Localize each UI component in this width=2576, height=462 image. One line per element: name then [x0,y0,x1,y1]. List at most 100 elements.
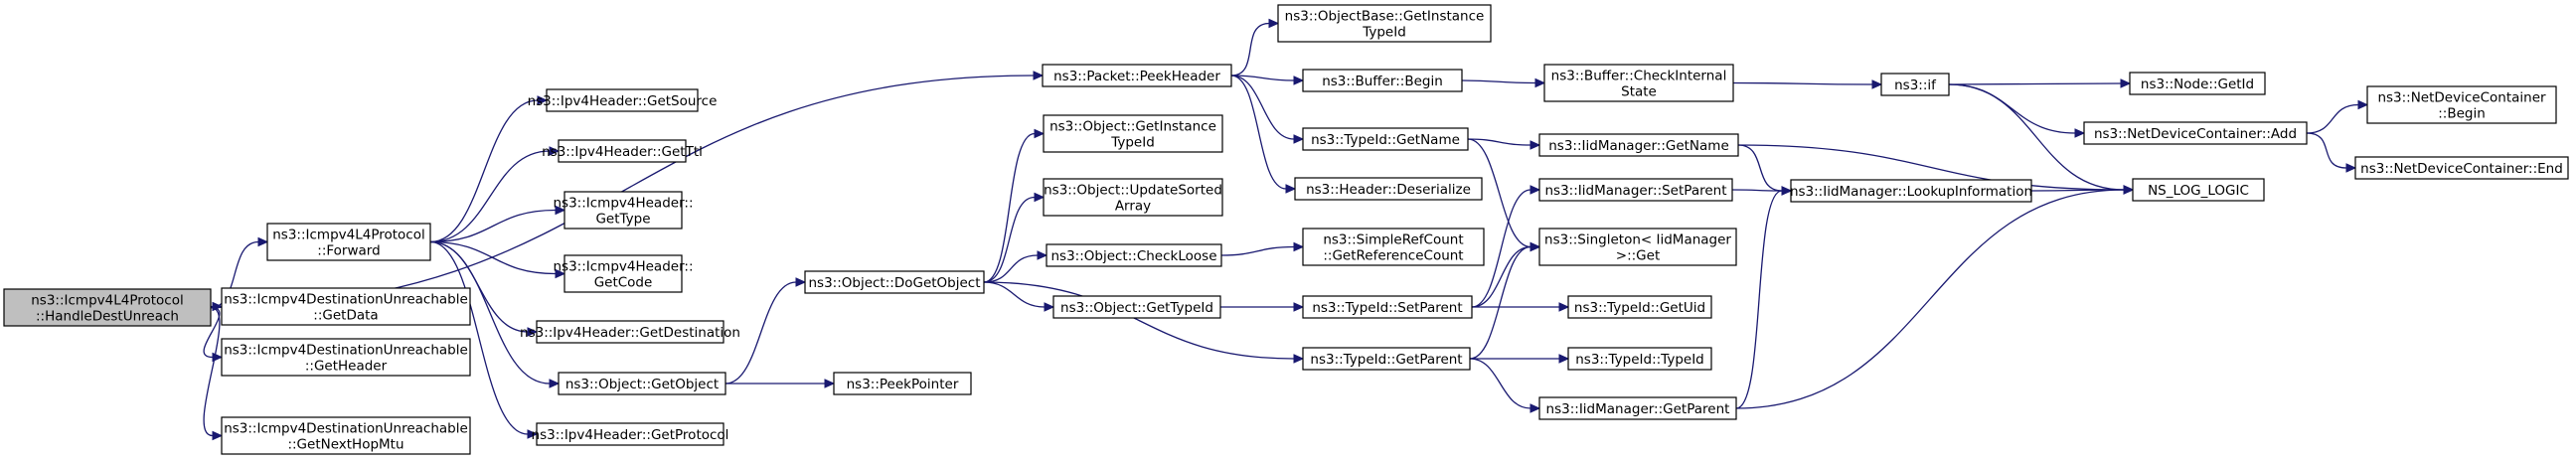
node-fwd[interactable]: ns3::Icmpv4L4Protocol::Forward [266,223,431,261]
node-getheader[interactable]: ns3::Icmpv4DestinationUnreachable::GetHe… [221,338,471,377]
node-if[interactable]: ns3::if [1880,73,1950,96]
node-label: ns3::SimpleRefCount [1323,232,1463,248]
edge-if-to-ns_log [1948,83,2135,195]
node-node_getid[interactable]: ns3::Node::GetId [2129,72,2266,95]
node-getproto[interactable]: ns3::Ipv4Header::GetProtocol [532,422,729,446]
node-ns_log[interactable]: NS_LOG_LOGIC [2132,178,2265,202]
node-tid_getname[interactable]: ns3::TypeId::GetName [1302,127,1469,151]
node-label: ns3::Ipv4Header::GetTtl [542,144,703,160]
node-hdr_deser[interactable]: ns3::Header::Deserialize [1294,177,1483,201]
arrowhead-icon [1033,71,1045,80]
arrowhead-icon [1534,77,1546,88]
node-box [558,139,687,163]
node-label: ns3::Icmpv4L4Protocol [272,228,425,243]
node-label: ns3::Ipv4Header::GetProtocol [532,427,729,443]
node-gettype[interactable]: ns3::Icmpv4Header::GetType [554,191,694,230]
node-iid_getparent[interactable]: ns3::IidManager::GetParent [1538,396,1737,420]
edge-line [203,306,221,437]
node-getnexthop[interactable]: ns3::Icmpv4DestinationUnreachable::GetNe… [221,416,471,455]
node-ndc_end[interactable]: ns3::NetDeviceContainer::End [2354,156,2569,180]
node-tid_getparent[interactable]: ns3::TypeId::GetParent [1302,347,1471,371]
node-getobject[interactable]: ns3::Object::GetObject [558,372,726,395]
arrowhead-icon [1293,76,1305,85]
node-box [3,288,212,327]
node-label: ns3::PeekPointer [847,377,959,392]
node-box [1302,69,1463,92]
node-label: ns3::Ipv4Header::GetSource [528,93,718,109]
edge-tid_getparent-to-tid_typeid [1470,354,1570,364]
node-srefcount[interactable]: ns3::SimpleRefCount::GetReferenceCount [1302,228,1485,266]
edge-line [429,240,529,435]
edge-getobject-to-peekpointer [725,379,836,388]
node-ndc_begin[interactable]: ns3::NetDeviceContainer::Begin [2366,85,2557,124]
node-label: ns3::IidManager::LookupInformation [1790,184,2032,200]
node-dogetobject[interactable]: ns3::Object::DoGetObject [804,270,985,294]
edge-line [1469,358,1531,409]
node-iid_getname[interactable]: ns3::IidManager::GetName [1538,133,1739,157]
edge-line [429,150,551,243]
arrowhead-icon [527,327,539,337]
node-box [1538,396,1737,420]
arrowhead-icon [2357,99,2369,110]
node-getsource[interactable]: ns3::Ipv4Header::GetSource [528,88,718,112]
node-buf_begin[interactable]: ns3::Buffer::Begin [1302,69,1463,92]
node-peekpointer[interactable]: ns3::PeekPointer [833,372,972,395]
node-box [564,254,683,293]
node-tid_typeid[interactable]: ns3::TypeId::TypeId [1567,347,1712,371]
arrowhead-icon [1530,185,1541,195]
node-singleton[interactable]: ns3::Singleton< IidManager>::Get [1538,228,1737,266]
node-box [221,338,471,377]
node-getdest[interactable]: ns3::Ipv4Header::GetDestination [520,320,740,344]
node-box [221,287,471,326]
node-box [1790,179,2032,203]
node-label: ns3::Object::CheckLoose [1050,248,1216,264]
node-getcode[interactable]: ns3::Icmpv4Header::GetCode [554,254,694,293]
node-label: ns3::Icmpv4L4Protocol [31,293,184,309]
node-peekheader[interactable]: ns3::Packet::PeekHeader [1042,64,1232,87]
edge-line [1467,138,1531,248]
node-tid_setparent[interactable]: ns3::TypeId::SetParent [1302,295,1473,319]
arrowhead-icon [1034,192,1046,203]
node-ndc_add[interactable]: ns3::NetDeviceContainer::Add [2083,121,2308,145]
node-label: ns3::Icmpv4Header:: [554,196,694,212]
node-label: ::GetHeader [305,359,388,375]
edge-line [1230,75,1295,140]
arrowhead-icon [555,205,566,216]
node-label: ns3::NetDeviceContainer [2377,90,2546,106]
node-label: ns3::TypeId::GetParent [1310,352,1462,368]
edge-obj_checkloose-to-srefcount [1220,241,1305,256]
node-obj_checkloose[interactable]: ns3::Object::CheckLoose [1046,243,1222,267]
edge-line [1220,245,1295,256]
arrowhead-icon [1293,302,1305,312]
node-tid_getuid[interactable]: ns3::TypeId::GetUid [1567,295,1712,319]
edge-buf_begin-to-buf_check [1461,77,1546,88]
edge-tid_getname-to-iid_getname [1467,138,1541,150]
node-box [1302,347,1471,371]
node-obj_gettypeid[interactable]: ns3::Object::GetTypeId [1052,295,1221,319]
node-iid_lookup[interactable]: ns3::IidManager::LookupInformation [1790,179,2032,203]
edge-peekheader-to-tid_getname [1230,75,1305,144]
arrowhead-icon [1293,241,1305,252]
node-iid_setparent[interactable]: ns3::IidManager::SetParent [1538,178,1733,202]
node-getdata[interactable]: ns3::Icmpv4DestinationUnreachable::GetDa… [221,287,471,326]
edge-tid_getparent-to-iid_getparent [1469,358,1541,413]
arrowhead-icon [1530,241,1541,252]
arrowhead-icon [1871,79,1883,89]
arrowhead-icon [257,236,269,247]
node-root[interactable]: ns3::Icmpv4L4Protocol::HandleDestUnreach [3,288,212,327]
node-box [2132,178,2265,202]
edge-line [983,281,1295,360]
node-label: ::GetData [313,308,378,324]
arrowhead-icon [1558,302,1570,312]
node-label: GetCode [594,275,653,291]
node-label: TypeId [1110,135,1155,151]
edge-fwd-to-gettype [429,205,566,243]
node-getttl[interactable]: ns3::Ipv4Header::GetTtl [542,139,703,163]
arrowhead-icon [1558,354,1570,364]
node-label: ns3::Icmpv4DestinationUnreachable [224,292,468,308]
